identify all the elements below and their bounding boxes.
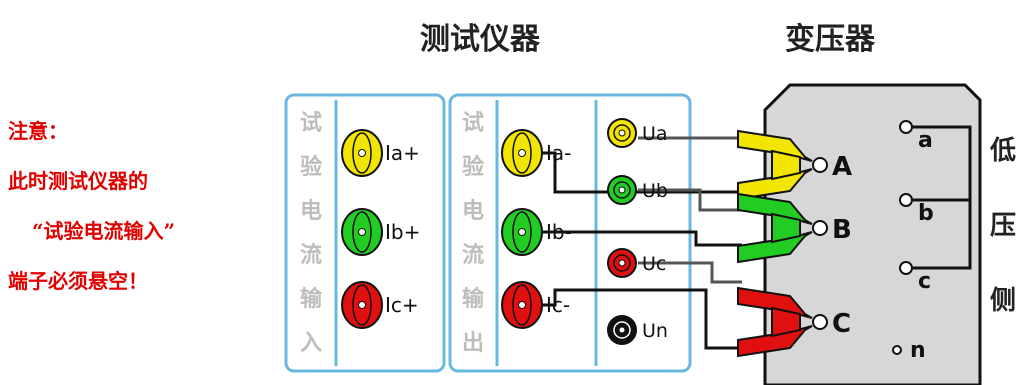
vertical-label-char: 流	[462, 242, 484, 268]
high-side-a-label: A	[832, 152, 852, 182]
note-line-4: 端子必须悬空！	[8, 269, 148, 293]
terminal-un	[607, 315, 637, 345]
low-side-c-label: c	[918, 269, 931, 294]
low-side-a-label: a	[918, 128, 933, 153]
terminal-ic-minus-label: Ic-	[546, 293, 570, 317]
vertical-label-char: 电	[300, 199, 322, 224]
low-side-terminal-a	[899, 120, 913, 134]
high-side-b-label: B	[832, 215, 852, 245]
terminal-ia-plus-label: Ia+	[385, 141, 420, 165]
vertical-label-char: 试	[300, 111, 322, 136]
low-side-terminal-c	[899, 261, 913, 275]
low-side-char-1: 低	[990, 136, 1017, 166]
terminal-ic-plus-label: Ic+	[385, 293, 419, 317]
clip-b	[737, 192, 828, 264]
terminal-un-label: Un	[642, 320, 668, 342]
current-input-vertical-label: 试验电流输入	[300, 111, 323, 356]
transformer-header: 变压器	[785, 22, 875, 57]
note-title: 注意：	[8, 119, 68, 143]
low-side-char-2: 压	[990, 211, 1017, 241]
terminal-uc	[607, 248, 637, 278]
terminal-ib-plus	[341, 208, 383, 256]
clip-a	[737, 129, 828, 201]
low-side-n-label: n	[910, 338, 926, 363]
low-side-b-label: b	[918, 201, 934, 226]
note-line-2: 此时测试仪器的	[8, 169, 148, 193]
vertical-label-char: 验	[300, 154, 322, 180]
terminal-ib-minus-label: Ib-	[546, 220, 572, 244]
high-side-c-label: C	[832, 309, 851, 339]
terminal-ib-minus	[501, 208, 543, 256]
terminal-ia-minus-label: Ia-	[546, 141, 571, 165]
vertical-label-char: 输	[300, 286, 323, 312]
terminal-ia-minus	[501, 129, 543, 177]
vertical-label-char: 输	[462, 286, 485, 312]
terminal-ic-plus	[341, 281, 383, 329]
vertical-label-char: 流	[300, 242, 322, 268]
transformer-body	[763, 83, 982, 385]
terminal-ua	[607, 118, 637, 148]
instrument-header: 测试仪器	[420, 22, 540, 57]
terminal-ib-plus-label: Ib+	[385, 220, 420, 244]
current-input-panel	[284, 93, 446, 373]
vertical-label-char: 验	[462, 154, 484, 180]
clip-c	[737, 286, 828, 358]
low-side-terminal-b	[899, 193, 913, 207]
note-line-3: “试验电流输入”	[32, 219, 176, 243]
terminal-ia-plus	[341, 129, 383, 177]
terminal-uc-label: Uc	[642, 253, 666, 275]
terminal-ua-label: Ua	[642, 123, 668, 145]
terminal-ub-label: Ub	[642, 180, 668, 202]
vertical-label-char: 入	[300, 331, 322, 356]
vertical-label-char: 试	[462, 111, 484, 136]
vertical-label-char: 出	[462, 331, 484, 356]
terminal-ic-minus	[501, 281, 543, 329]
low-side-char-3: 侧	[990, 286, 1017, 316]
current-output-panel	[448, 93, 692, 373]
low-side-terminal-n	[892, 345, 902, 355]
terminal-ub	[607, 175, 637, 205]
vertical-label-char: 电	[462, 199, 484, 224]
